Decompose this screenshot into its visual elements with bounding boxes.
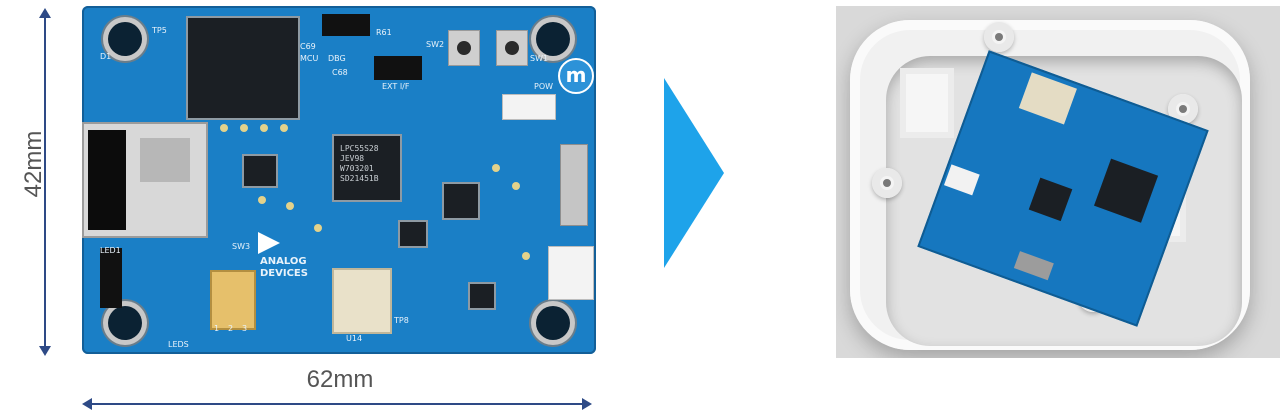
label-leds: LEDS — [168, 340, 189, 349]
pow-connector — [502, 94, 556, 120]
label-tp5: TP5 — [152, 26, 167, 35]
led-header — [100, 248, 122, 308]
width-dimension-label: 62mm — [306, 366, 374, 393]
dip-switch — [210, 270, 256, 330]
brand-line-1: ANALOG — [260, 256, 307, 267]
forward-arrow-shape — [664, 78, 724, 268]
arrow-down-icon — [39, 346, 51, 356]
usb-port — [560, 144, 588, 226]
mcu-chip-text-2: JEV98 — [340, 154, 365, 163]
installed-chip — [1094, 158, 1159, 223]
label-sw1: SW1 — [530, 54, 549, 63]
test-pad — [512, 182, 520, 190]
sensor-module — [332, 268, 392, 334]
label-led1: LED1 — [100, 246, 121, 255]
test-pad — [286, 202, 294, 210]
analog-devices-logo-icon — [258, 232, 280, 254]
width-dimension-line — [88, 403, 584, 405]
small-chip — [242, 154, 278, 188]
mcu-chip-text-3: W703201 — [340, 164, 374, 173]
small-chip — [468, 282, 496, 310]
small-chip — [398, 220, 428, 248]
dip-label-3: 3 — [242, 324, 248, 333]
label-c69: C69 — [300, 42, 316, 51]
label-mcu: MCU — [300, 54, 319, 63]
label-tp8: TP8 — [394, 316, 409, 325]
height-dimension-label: 42mm — [20, 130, 47, 198]
test-pad — [492, 164, 500, 172]
sw2-button — [448, 30, 480, 66]
side-connector — [548, 246, 594, 300]
arrow-left-icon — [82, 398, 92, 410]
installed-connector — [943, 164, 980, 196]
label-u14: U14 — [346, 334, 363, 343]
test-pad — [260, 124, 268, 132]
label-c68: C68 — [332, 68, 348, 77]
arrow-right-icon — [582, 398, 592, 410]
test-pad — [522, 252, 530, 260]
mounting-hole — [536, 22, 570, 56]
ext-if-header — [374, 56, 422, 80]
label-ext-if: EXT I/F — [382, 82, 410, 91]
arrow-up-icon — [39, 8, 51, 18]
test-pad — [258, 196, 266, 204]
label-r61: R61 — [376, 28, 392, 37]
qr-code — [140, 138, 190, 182]
height-dimension-line — [44, 14, 46, 350]
ble-module — [82, 122, 208, 238]
mcu-chip-text-1: LPC55S28 — [340, 144, 379, 153]
test-pad — [280, 124, 288, 132]
installed-usb-port — [1013, 251, 1054, 281]
test-pad — [314, 224, 322, 232]
label-d1: D1 — [100, 52, 112, 61]
mcu-debug-header — [322, 14, 370, 36]
enclosure-slot — [900, 68, 954, 138]
screw-boss — [872, 168, 902, 198]
dip-label-1: 1 — [214, 324, 220, 333]
forward-arrow-icon — [664, 78, 724, 268]
pcb-board-photo: LPC55S28 JEV98 W703201 SD21451B m 1 2 3 … — [82, 6, 596, 354]
brand-line-2: DEVICES — [260, 268, 308, 279]
label-pow: POW — [534, 82, 554, 91]
screw-boss — [984, 22, 1014, 52]
logo-icon: m — [558, 58, 594, 94]
mcu-chip: LPC55S28 JEV98 W703201 SD21451B — [332, 134, 402, 202]
test-pad — [220, 124, 228, 132]
installed-sensor — [1018, 72, 1077, 125]
sw1-button — [496, 30, 528, 66]
antenna-area — [88, 130, 126, 230]
small-chip — [442, 182, 480, 220]
installed-chip — [1028, 177, 1073, 222]
mounting-hole — [108, 22, 142, 56]
memory-chip — [186, 16, 300, 120]
test-pad — [240, 124, 248, 132]
mcu-chip-text-4: SD21451B — [340, 174, 379, 183]
label-sw2: SW2 — [426, 40, 445, 49]
label-dbg: DBG — [328, 54, 346, 63]
dip-label-2: 2 — [228, 324, 234, 333]
enclosure-photo — [836, 6, 1280, 358]
mounting-hole — [108, 306, 142, 340]
label-sw3: SW3 — [232, 242, 251, 251]
mounting-hole — [536, 306, 570, 340]
